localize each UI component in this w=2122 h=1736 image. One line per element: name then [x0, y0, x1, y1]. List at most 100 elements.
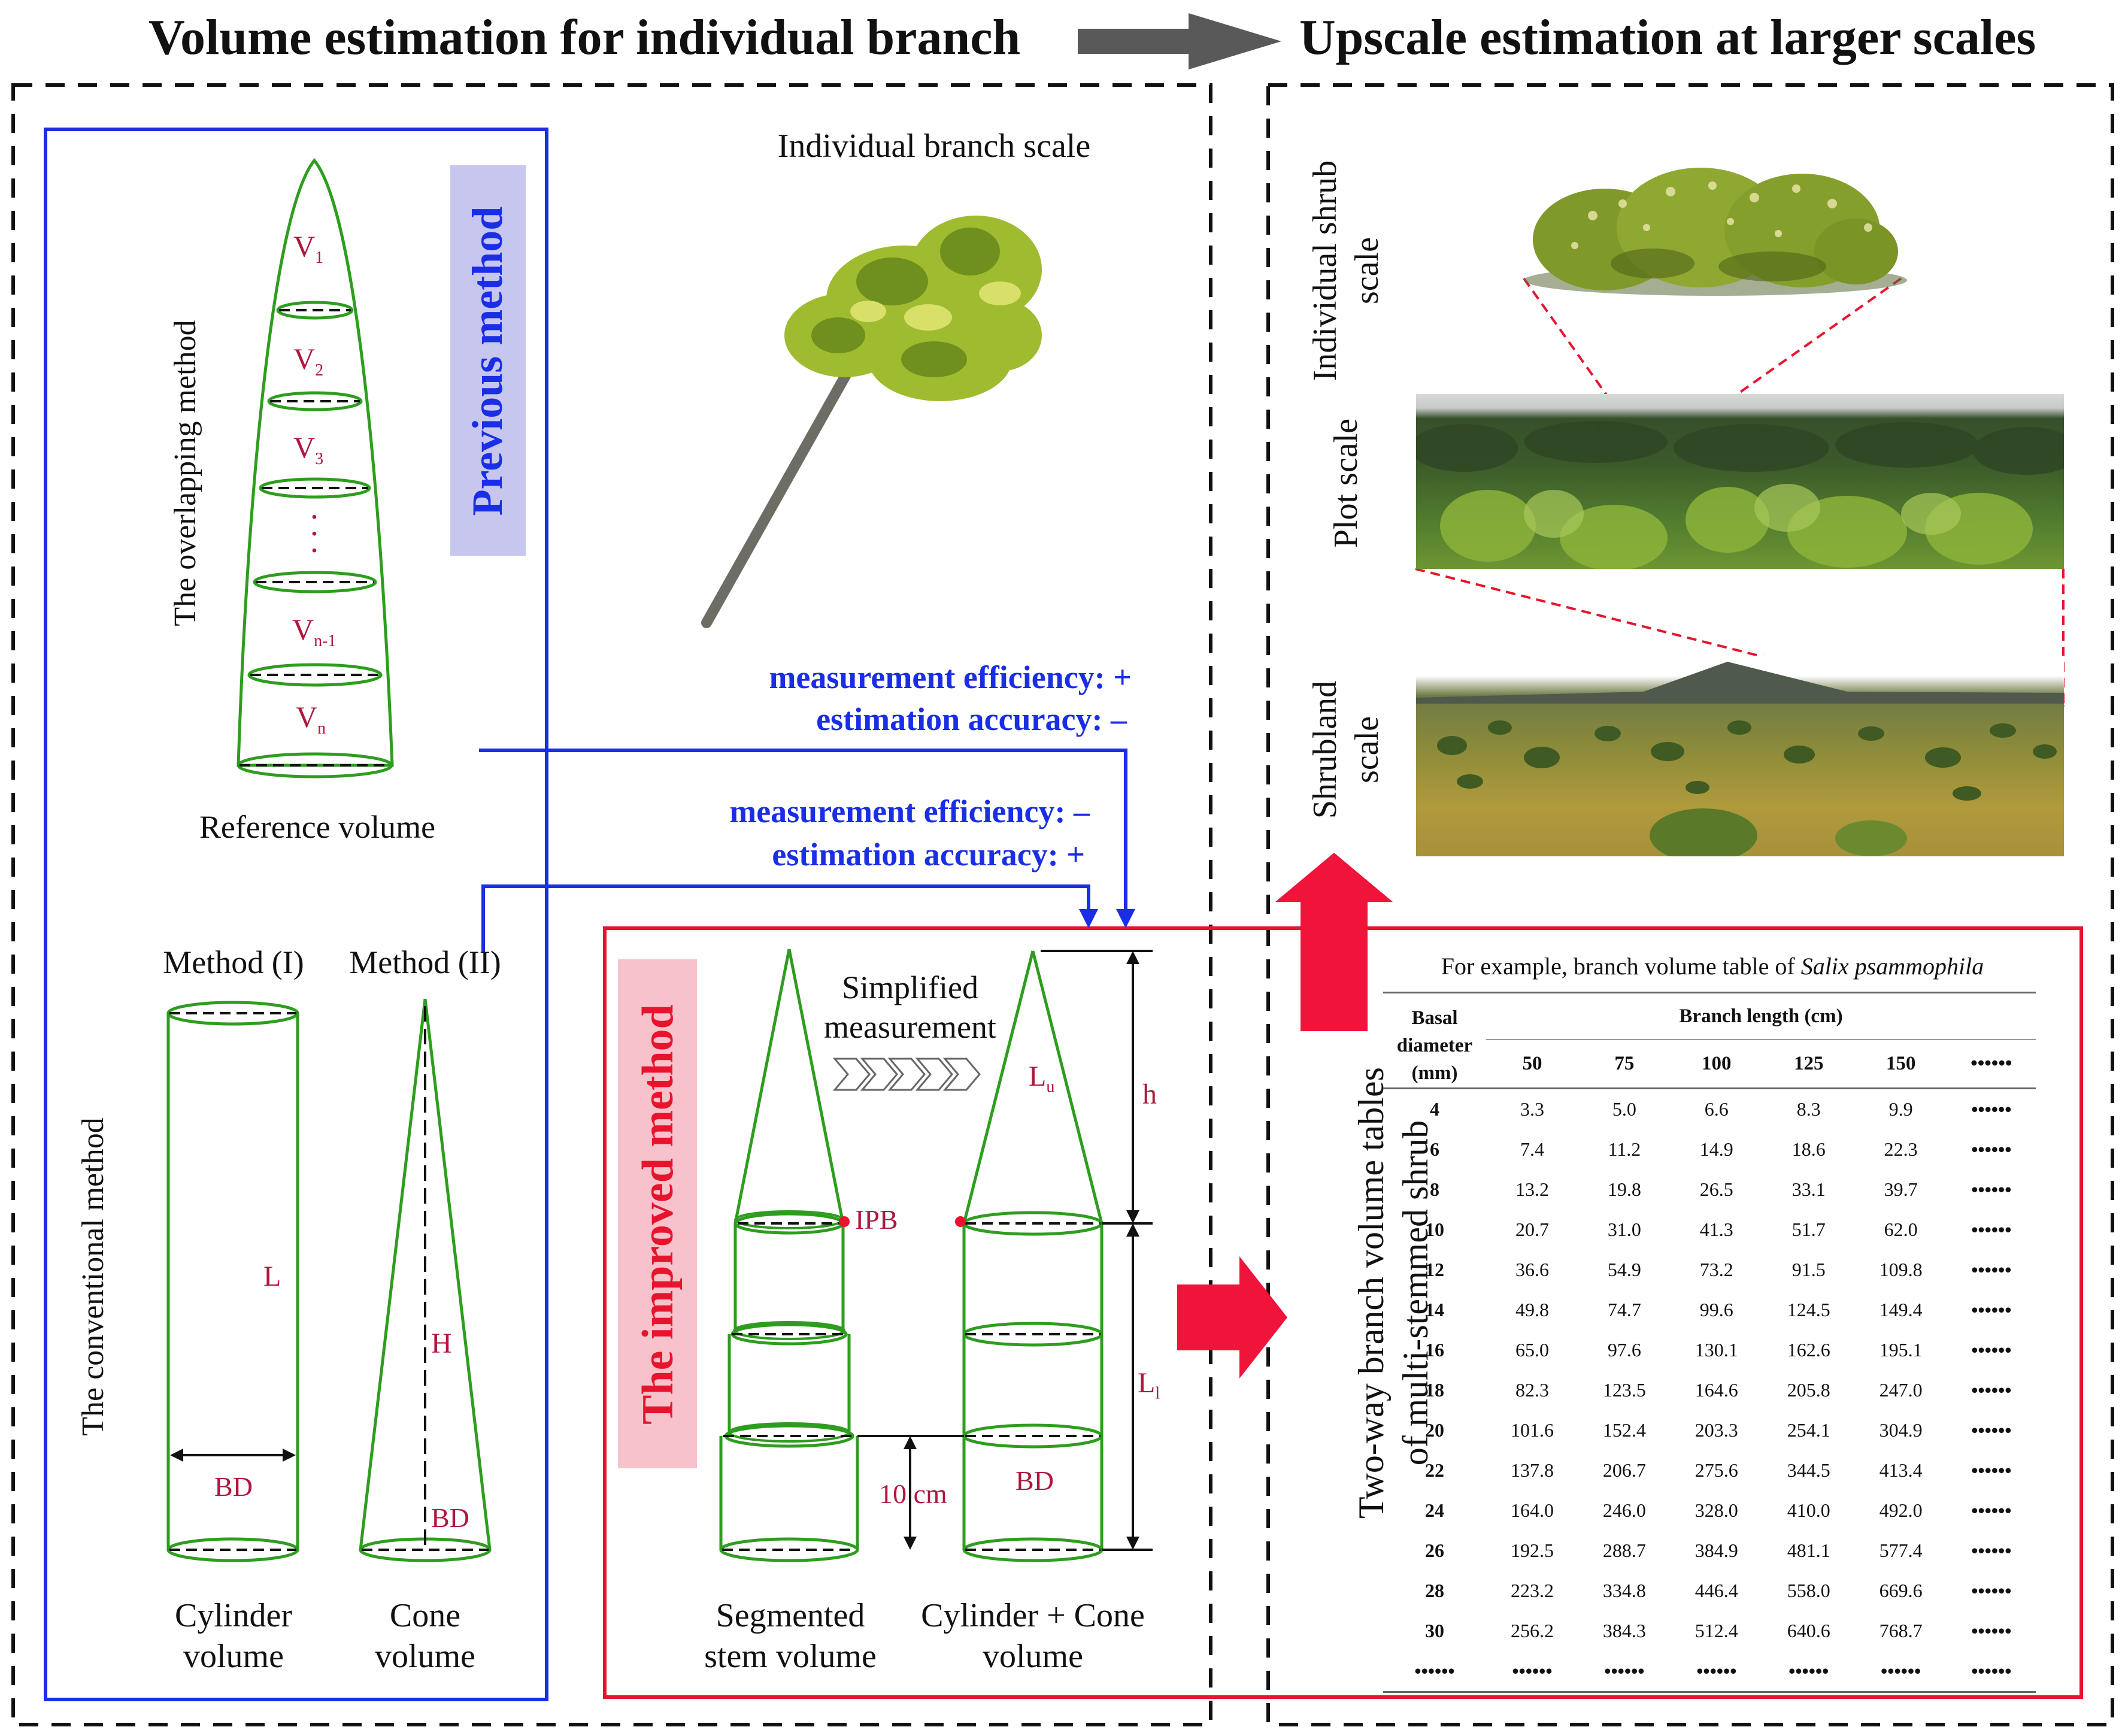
reference-volume-label: Reference volume	[199, 809, 436, 845]
basal-diameter-cell: 28	[1425, 1580, 1444, 1601]
chevron-arrows	[832, 1058, 981, 1091]
segmented-stem-shape	[719, 949, 859, 1562]
basal-diameter-cell: 12	[1425, 1259, 1444, 1280]
volume-cell: 288.7	[1602, 1540, 1646, 1561]
volume-cell: 82.3	[1515, 1379, 1549, 1401]
left-dashed-frame	[11, 83, 1212, 1726]
volume-cell: ••••••	[1604, 1660, 1645, 1682]
volume-cell: ••••••	[1971, 1219, 2012, 1240]
table-row: ••••••••••••••••••••••••••••••••••••••••…	[1383, 1651, 2036, 1692]
volume-cell: 328.0	[1694, 1499, 1738, 1521]
segment-v3: V3	[293, 431, 324, 468]
branch-length-column-1: 75	[1614, 1053, 1635, 1075]
branch-length-header: Branch length (cm)	[1486, 992, 2036, 1041]
segmented-stem-caption: Segmented stem volume	[704, 1597, 877, 1675]
shrub-photo	[1524, 168, 1907, 296]
shrub-scale-label: Individual shrub scale	[1306, 160, 1386, 381]
volume-cell: ••••••	[1696, 1660, 1737, 1682]
volume-cell: 3.3	[1520, 1098, 1544, 1120]
improved-bd-label: BD	[1015, 1465, 1054, 1496]
volume-cell: 206.7	[1602, 1459, 1646, 1481]
volume-cell: 97.6	[1607, 1339, 1641, 1361]
basal-diameter-cell: 22	[1425, 1459, 1444, 1481]
volume-cell: ••••••	[1971, 1379, 2012, 1401]
volume-cell: 512.4	[1694, 1620, 1738, 1641]
shrubland-photo	[1416, 656, 2064, 856]
volume-cell: 7.4	[1520, 1138, 1544, 1160]
basal-diameter-cell: 16	[1425, 1339, 1444, 1361]
segment-v1: V1	[293, 229, 324, 267]
volume-cell: 26.5	[1699, 1178, 1733, 1200]
basal-diameter-cell: ••••••	[1414, 1660, 1455, 1682]
volume-cell: 275.6	[1694, 1459, 1738, 1481]
volume-cell: 101.6	[1510, 1419, 1554, 1441]
volume-cell: 54.9	[1607, 1259, 1641, 1280]
ten-cm-label: 10 cm	[879, 1479, 947, 1509]
volume-cell: 492.0	[1879, 1499, 1923, 1521]
segment-vn-1: Vn-1	[292, 613, 337, 650]
volume-cell: 19.8	[1607, 1178, 1641, 1200]
volume-cell: 410.0	[1787, 1499, 1830, 1521]
branch-scale-label: Individual branch scale	[777, 128, 1091, 165]
cylinder-bd-label: BD	[214, 1471, 253, 1502]
right-header-title: Upscale estimation at larger scales	[1299, 10, 2036, 65]
red-arrow-right	[1177, 1256, 1287, 1379]
table-title: For example, branch volume table of Sali…	[1441, 953, 1984, 980]
volume-cell: 334.8	[1602, 1580, 1646, 1601]
cone-shape	[359, 998, 492, 1562]
volume-cell: 203.3	[1694, 1419, 1738, 1441]
overlap-cone	[237, 158, 394, 778]
cylinder-volume-caption: Cylinder volume	[175, 1597, 292, 1675]
volume-cell: 73.2	[1699, 1259, 1733, 1280]
volume-cell: ••••••	[1971, 1580, 2012, 1601]
volume-cell: 51.7	[1791, 1219, 1826, 1240]
volume-cell: 192.5	[1510, 1540, 1554, 1561]
volume-cell: 124.5	[1787, 1299, 1830, 1320]
right-dashed-frame	[1266, 83, 2114, 1726]
volume-cell: 164.6	[1694, 1379, 1738, 1401]
connector-a-efficiency: measurement efficiency: +	[769, 659, 1132, 695]
header-arrow	[1078, 13, 1281, 69]
basal-diameter-cell: 4	[1430, 1098, 1439, 1120]
method-ii-label: Method (II)	[349, 944, 501, 980]
cylinder-length-label: L	[263, 1261, 281, 1292]
lu-label: Lu	[1029, 1061, 1055, 1096]
conventional-method-label: The conventional method	[76, 1117, 110, 1436]
plot-scale-label: Plot scale	[1327, 418, 1365, 549]
volume-cell: ••••••	[1971, 1660, 2012, 1682]
segment-vn: Vn	[296, 700, 326, 738]
volume-cell: 6.6	[1704, 1098, 1729, 1120]
volume-cell: 36.6	[1515, 1259, 1549, 1280]
volume-cell: 254.1	[1787, 1419, 1830, 1441]
volume-cell: ••••••	[1971, 1499, 2012, 1521]
segment-ellipsis: ···	[308, 499, 320, 569]
basal-diameter-cell: 26	[1425, 1540, 1444, 1561]
overlapping-method-label: The overlapping method	[168, 320, 202, 626]
previous-method-label: Previous method	[463, 206, 511, 516]
volume-cell: ••••••	[1971, 1138, 2012, 1160]
volume-cell: ••••••	[1971, 1459, 2012, 1481]
volume-cell: 768.7	[1879, 1620, 1923, 1641]
branch-length-column-0: 50	[1522, 1053, 1542, 1075]
volume-cell: 33.1	[1791, 1178, 1826, 1200]
volume-cell: 149.4	[1879, 1299, 1923, 1320]
volume-cell: ••••••	[1971, 1419, 2012, 1441]
volume-cell: 14.9	[1699, 1138, 1733, 1160]
basal-diameter-cell: 6	[1430, 1138, 1439, 1160]
volume-cell: 164.0	[1510, 1499, 1554, 1521]
volume-cell: 31.0	[1607, 1219, 1641, 1240]
ipb-label: IPB	[855, 1204, 898, 1235]
volume-cell: ••••••	[1971, 1620, 2012, 1641]
volume-cell: 5.0	[1612, 1098, 1636, 1120]
volume-cell: 22.3	[1884, 1138, 1918, 1160]
basal-diameter-cell: 20	[1425, 1419, 1444, 1441]
blue-connectors	[479, 749, 1127, 952]
h-label: h	[1142, 1078, 1157, 1110]
